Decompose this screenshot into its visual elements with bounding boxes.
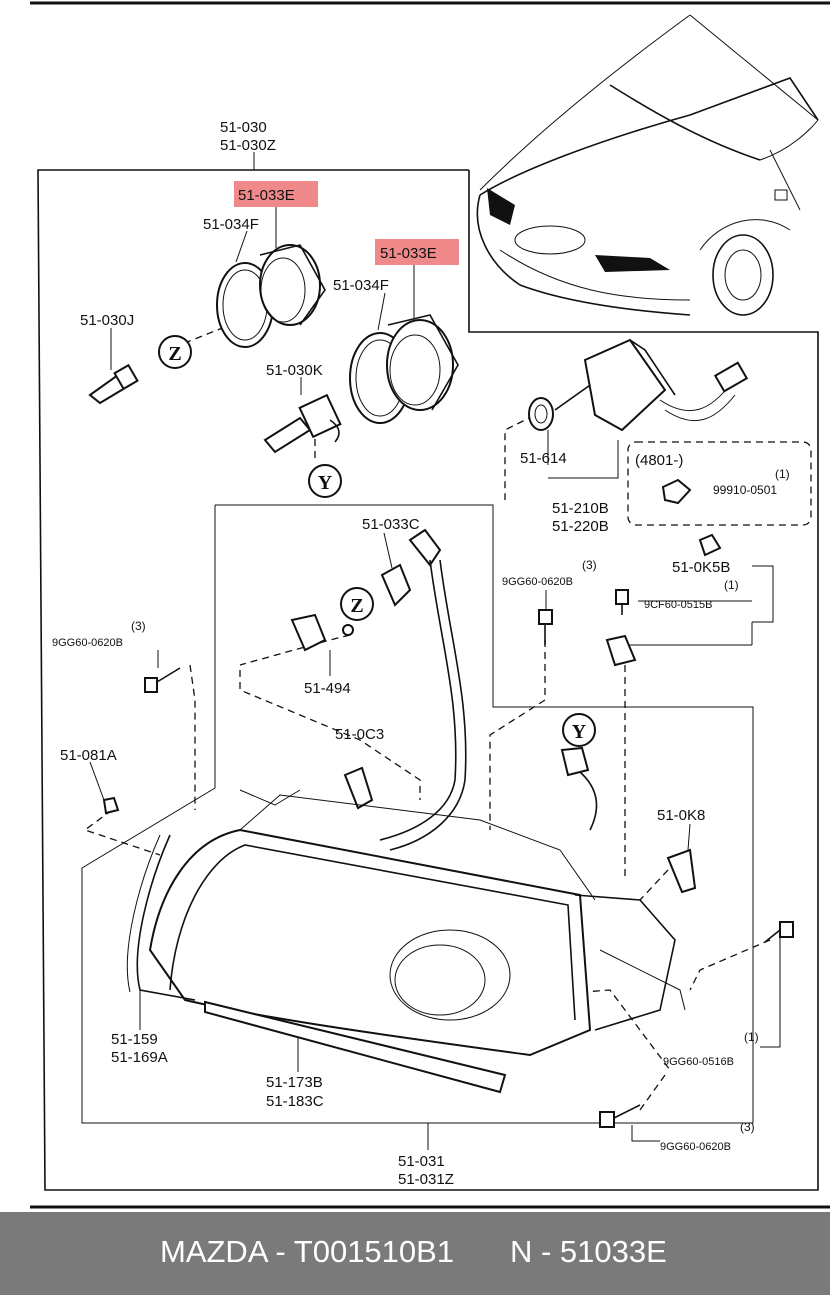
bulb-cap-1 [259, 244, 326, 326]
label-socket-494: 51-494 [304, 680, 351, 697]
label-bulb-cap-1: 51-033E [238, 187, 295, 204]
footer-oem-number: N - 51033E [510, 1234, 667, 1269]
label-actuator-1: 51-210B [552, 500, 609, 517]
label-bolt-low-qty: (1) [744, 1030, 759, 1044]
connector-y [560, 746, 598, 831]
label-harness: 51-0C3 [335, 726, 384, 743]
label-bulb-k: 51-030K [266, 362, 323, 379]
bulb-h3 [88, 363, 139, 405]
callout-y-1: Y [308, 464, 342, 498]
label-housing-2: 51-031Z [398, 1171, 454, 1188]
bracket-0k5b [698, 533, 722, 557]
harness-wires [379, 559, 467, 851]
clip-bracket [605, 634, 637, 667]
footer-bar: MAZDA - T001510B1 N - 51033E [0, 1212, 830, 1295]
label-bolt-right: 9GG60-0620B [502, 576, 573, 588]
label-ring-1: 51-034F [203, 216, 259, 233]
label-actuator-2: 51-220B [552, 518, 609, 535]
connector-0c3 [343, 766, 374, 810]
label-bolt-bot: 9GG60-0620B [660, 1141, 731, 1153]
footer-part-number: MAZDA - T001510B1 [160, 1234, 455, 1269]
leader-lines [89, 152, 781, 1150]
label-bolt-bot-qty: (3) [740, 1120, 755, 1134]
label-assy-top-1: 51-030 [220, 119, 267, 136]
bulb-h4 [263, 393, 342, 454]
molding-173b [204, 1000, 507, 1094]
callout-y-text: Y [318, 472, 333, 494]
callout-z-text: Z [350, 595, 363, 617]
clip-99910 [661, 478, 692, 505]
housing-bracket [81, 504, 754, 1124]
label-bracket-qty: (1) [724, 578, 739, 592]
label-housing-1: 51-031 [398, 1153, 445, 1170]
label-ref-box-title: (4801-) [635, 452, 683, 469]
car-illustration [476, 14, 819, 316]
bolt-right [538, 609, 553, 645]
label-molding-2: 51-183C [266, 1093, 324, 1110]
callout-y-text: Y [572, 721, 587, 743]
label-bracket-k5b: 51-0K5B [672, 559, 730, 576]
label-assy-top-2: 51-030Z [220, 137, 276, 154]
label-bulb-j: 51-030J [80, 312, 134, 329]
callout-z-text: Z [168, 343, 181, 365]
bolt-left [144, 667, 181, 693]
gasket-159 [126, 834, 196, 1001]
label-gasket-2: 51-169A [111, 1049, 168, 1066]
socket-494 [290, 613, 354, 652]
label-gasket-1: 51-159 [111, 1031, 158, 1048]
callout-z-2: Z [340, 587, 374, 621]
label-connector-k8: 51-0K8 [657, 807, 705, 824]
label-molding-1: 51-173B [266, 1074, 323, 1091]
label-bolt-9cf: 9CF60-0515B [644, 599, 713, 611]
bolt-bottom [599, 1104, 641, 1128]
label-bolt-right-qty: (3) [582, 558, 597, 572]
highlight-bulb-cap-2 [375, 239, 459, 265]
label-nut: 51-081A [60, 747, 117, 764]
ref-box [627, 441, 812, 526]
bolt-low [764, 921, 794, 943]
label-clip-qty: (1) [775, 467, 790, 481]
label-bolt-left-qty: (3) [131, 619, 146, 633]
highlight-bulb-cap-1 [234, 181, 318, 207]
nut-081a [102, 796, 120, 815]
label-bolt-left: 9GG60-0620B [52, 637, 123, 649]
socket-033c [380, 528, 442, 607]
label-clip-part: 99910-0501 [713, 483, 777, 497]
socket-seal [528, 397, 554, 431]
label-socket-c: 51-033C [362, 516, 420, 533]
connector-0k8 [666, 848, 697, 894]
label-ring-2: 51-034F [333, 277, 389, 294]
bolt-9cf [615, 589, 629, 615]
main-frame [37, 169, 819, 1191]
headlamp-housing [148, 789, 686, 1057]
label-bulb-cap-2: 51-033E [380, 245, 437, 262]
headlamp-parts-diagram: Z Y Z Y 51-030 51-030Z 51-033E 51-034F 5… [30, 1, 830, 1209]
label-bolt-low: 9GG60-0516B [663, 1056, 734, 1068]
label-socket: 51-614 [520, 450, 567, 467]
callout-z-1: Z [158, 335, 192, 369]
bulb-cap-2 [386, 314, 459, 411]
callout-y-2: Y [562, 713, 596, 747]
leveling-actuator [554, 338, 749, 432]
